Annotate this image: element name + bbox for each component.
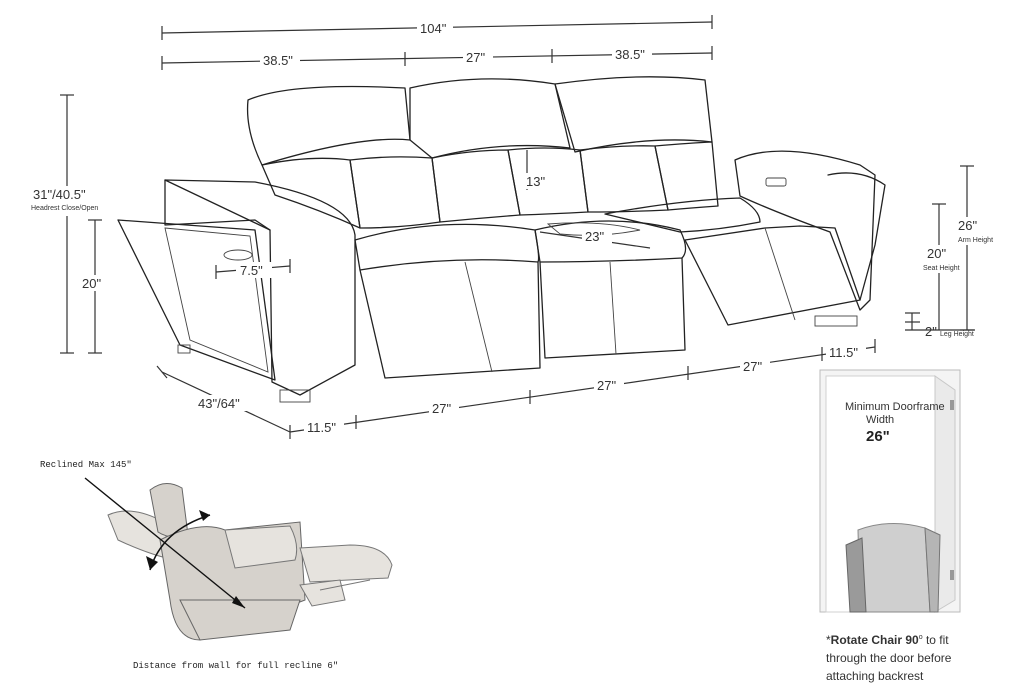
- doorframe-title-line2: Width: [866, 414, 894, 426]
- doorframe-note-bold: Rotate Chair 90: [831, 633, 919, 647]
- recline-wall-note: Distance from wall for full recline 6": [133, 661, 338, 671]
- doorframe-panel: Minimum Doorframe Width 26" *Rotate Chai…: [819, 369, 961, 683]
- cupholder-width-label: 7.5": [240, 263, 263, 278]
- seat-front-height-label: 20": [82, 276, 101, 291]
- sofa-drawing: [117, 76, 886, 403]
- headrest-note: Headrest Close/Open: [31, 205, 98, 212]
- seat-width-1-label: 27": [432, 401, 451, 416]
- right-height-dimensions: 26" Arm Height 20" Seat Height 2" Leg He…: [905, 165, 996, 339]
- middle-section-width-label: 27": [466, 50, 485, 65]
- bottom-dimensions: 43"/64" 11.5" 27" 27" 27" 11.5": [156, 339, 876, 439]
- seat-height-note: Seat Height: [923, 265, 960, 272]
- doorframe-title-line1: Minimum Doorframe: [845, 401, 945, 413]
- left-height-dimensions: 31"/40.5" Headrest Close/Open 20": [30, 94, 110, 354]
- overall-width-label: 104": [420, 21, 447, 36]
- doorframe-width-value: 26": [866, 428, 890, 445]
- depth-label: 43"/64": [198, 396, 240, 411]
- doorframe-note-line2: through the door before: [826, 651, 952, 665]
- back-depth-label: 13": [526, 174, 545, 189]
- seat-depth-label: 23": [585, 229, 604, 244]
- right-arm-width-label: 11.5": [829, 345, 858, 360]
- leg-height-note: Leg Height: [940, 331, 974, 338]
- doorframe-note-rest: to fit: [923, 633, 950, 647]
- right-section-width-label: 38.5": [615, 47, 645, 62]
- recline-max-label: Reclined Max 145": [40, 460, 132, 470]
- seat-height-label: 20": [927, 246, 946, 261]
- doorframe-note-line1: *Rotate Chair 90o to fit: [826, 633, 949, 647]
- seat-width-2-label: 27": [597, 378, 616, 393]
- arm-height-note: Arm Height: [958, 237, 993, 244]
- doorframe-note-line3: attaching backrest: [826, 669, 924, 683]
- left-arm-width-label: 11.5": [307, 420, 336, 435]
- top-width-dimensions: 104" 38.5" 27" 38.5": [161, 15, 713, 70]
- seat-width-3-label: 27": [743, 359, 762, 374]
- headrest-height-label: 31"/40.5": [33, 187, 86, 202]
- doorframe-note-degree: o: [919, 634, 923, 641]
- reclined-chair-image: [107, 483, 393, 641]
- recline-illustration: Reclined Max 145" Distance from wall for…: [40, 460, 393, 671]
- arm-height-label: 26": [958, 218, 977, 233]
- leg-height-label: 2": [925, 324, 937, 339]
- left-section-width-label: 38.5": [263, 53, 293, 68]
- rotated-chair-image: [845, 522, 941, 613]
- interior-dimensions: 7.5" 13" 23": [215, 150, 651, 279]
